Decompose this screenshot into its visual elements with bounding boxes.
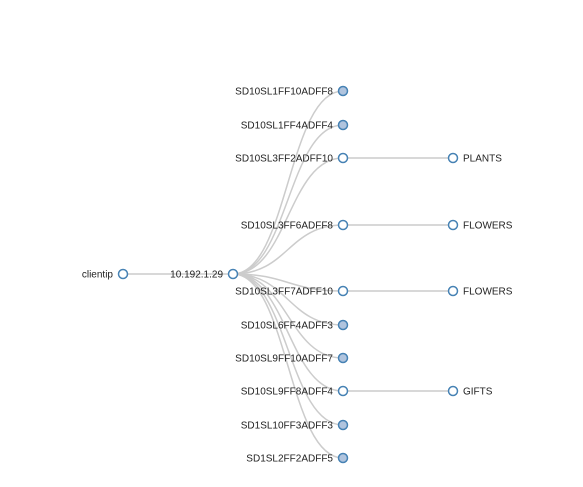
tree-links (122, 90, 453, 459)
node-label: FLOWERS (463, 221, 513, 232)
node-circle[interactable] (447, 219, 459, 231)
node-hub-10-192-1-29[interactable]: 10.192.1.29 (170, 268, 239, 281)
node-label: SD10SL3FF6ADFF8 (241, 221, 334, 232)
node-circle[interactable] (337, 285, 349, 297)
node-circle[interactable] (337, 85, 349, 97)
node-sd10sl1ff10adff8[interactable]: SD10SL1FF10ADFF8 (235, 85, 349, 98)
node-sd10sl1ff4adff4[interactable]: SD10SL1FF4ADFF4 (241, 119, 349, 132)
node-circle[interactable] (337, 419, 349, 431)
node-sd10sl9ff8adff4[interactable]: SD10SL9FF8ADFF4 (241, 385, 349, 398)
node-circle[interactable] (227, 268, 239, 280)
node-circle[interactable] (447, 385, 459, 397)
link-hub-sd10sl9ff8adff4 (232, 273, 344, 392)
node-leaf-flowers-4[interactable]: FLOWERS (447, 285, 513, 298)
node-label: SD10SL9FF8ADFF4 (241, 387, 334, 398)
node-circle[interactable] (447, 285, 459, 297)
node-sd10sl9ff10adff7[interactable]: SD10SL9FF10ADFF7 (235, 352, 349, 365)
node-label: PLANTS (463, 154, 502, 165)
node-label: SD10SL3FF7ADFF10 (235, 287, 333, 298)
node-sd1sl2ff2adff5[interactable]: SD1SL2FF2ADFF5 (246, 452, 349, 465)
node-label: SD10SL1FF10ADFF8 (235, 87, 333, 98)
node-circle[interactable] (337, 452, 349, 464)
node-label: SD1SL10FF3ADFF3 (241, 421, 334, 432)
link-hub-sd1sl10ff3adff3 (232, 273, 344, 426)
link-hub-sd10sl3ff6adff8 (232, 224, 344, 275)
node-root-clientip[interactable]: clientip (82, 268, 129, 281)
node-sd10sl3ff6adff8[interactable]: SD10SL3FF6ADFF8 (241, 219, 349, 232)
tree-nodes: clientip 10.192.1.29 SD10SL1FF10ADFF8SD10S… (82, 85, 513, 465)
node-label: SD1SL2FF2ADFF5 (246, 454, 333, 465)
link-hub-sd10sl6ff4adff3 (232, 273, 344, 326)
node-leaf-flowers-3[interactable]: FLOWERS (447, 219, 513, 232)
node-sd10sl3ff2adff10[interactable]: SD10SL3FF2ADFF10 (235, 152, 349, 165)
node-label: 10.192.1.29 (170, 270, 223, 281)
node-leaf-plants-2[interactable]: PLANTS (447, 152, 503, 165)
node-sd10sl3ff7adff10[interactable]: SD10SL3FF7ADFF10 (235, 285, 349, 298)
link-hub-sd10sl1ff4adff4 (232, 124, 344, 275)
node-circle[interactable] (337, 319, 349, 331)
node-circle[interactable] (337, 152, 349, 164)
link-hub-sd10sl9ff10adff7 (232, 273, 344, 359)
node-circle[interactable] (337, 219, 349, 231)
node-circle[interactable] (337, 385, 349, 397)
node-leaf-gifts-7[interactable]: GIFTS (447, 385, 493, 398)
node-circle[interactable] (117, 268, 129, 280)
node-circle[interactable] (337, 352, 349, 364)
node-label: SD10SL9FF10ADFF7 (235, 354, 333, 365)
node-circle[interactable] (337, 119, 349, 131)
link-hub-sd10sl3ff7adff10 (232, 273, 344, 292)
node-label: clientip (82, 270, 114, 281)
node-label: SD10SL3FF2ADFF10 (235, 154, 333, 165)
link-hub-sd1sl2ff2adff5 (232, 273, 344, 459)
node-label: GIFTS (463, 387, 493, 398)
node-circle[interactable] (447, 152, 459, 164)
link-hub-sd10sl1ff10adff8 (232, 90, 344, 275)
node-label: SD10SL6FF4ADFF3 (241, 321, 334, 332)
node-label: FLOWERS (463, 287, 513, 298)
link-hub-sd10sl3ff2adff10 (232, 157, 344, 275)
node-sd10sl6ff4adff3[interactable]: SD10SL6FF4ADFF3 (241, 319, 349, 332)
node-label: SD10SL1FF4ADFF4 (241, 121, 334, 132)
node-sd1sl10ff3adff3[interactable]: SD1SL10FF3ADFF3 (241, 419, 349, 432)
